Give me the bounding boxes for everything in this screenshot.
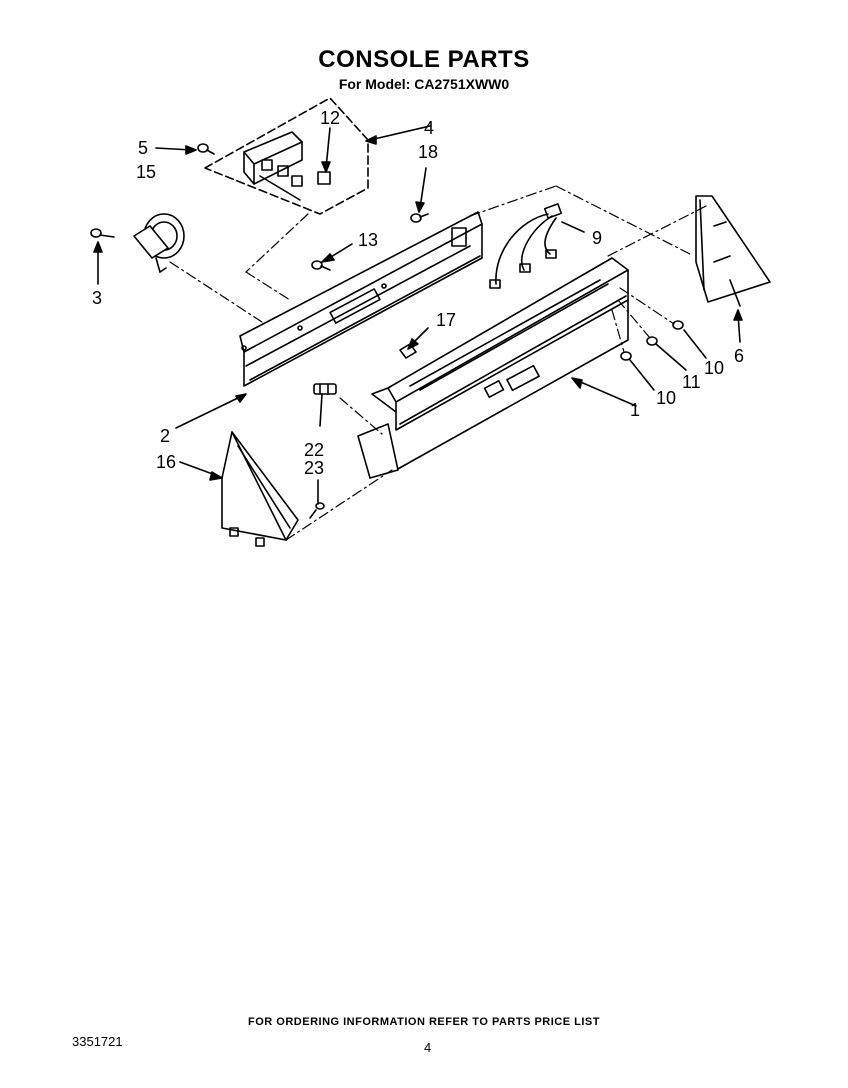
document-number: 3351721 — [72, 1034, 123, 1049]
screws-10-11 — [620, 320, 684, 361]
callout-17: 17 — [436, 310, 456, 330]
page-number: 4 — [424, 1040, 432, 1055]
callout-9: 9 — [592, 228, 602, 248]
screw-23 — [309, 502, 325, 519]
screw-3 — [90, 228, 115, 238]
callout-15: 15 — [136, 162, 156, 182]
console-bracket — [239, 211, 483, 387]
clip-22 — [313, 383, 337, 395]
alignment-lines — [169, 185, 707, 541]
ordering-info-footer: FOR ORDERING INFORMATION REFER TO PARTS … — [248, 1016, 600, 1028]
screw-5 — [197, 143, 215, 155]
model-subtitle: For Model: CA2751XWW0 — [338, 76, 510, 92]
callout-13: 13 — [358, 230, 378, 250]
clip-18 — [410, 213, 429, 223]
switch-assembly — [204, 97, 369, 215]
callout-1: 1 — [630, 400, 640, 420]
console-panel — [357, 257, 629, 479]
page-title: CONSOLE PARTS — [318, 46, 530, 73]
callout-6: 6 — [734, 346, 744, 366]
callout-22: 22 — [304, 440, 324, 460]
callout-5: 5 — [138, 138, 148, 158]
callout-labels: 5 12 4 18 15 13 9 3 17 6 10 11 10 1 2 22… — [92, 108, 744, 478]
right-end-cap — [695, 195, 771, 307]
callout-3: 3 — [92, 288, 102, 308]
wire-harness — [489, 203, 563, 289]
timer-component — [133, 213, 185, 273]
callout-23: 23 — [304, 458, 324, 478]
callout-2: 2 — [160, 426, 170, 446]
screw-13 — [311, 260, 331, 271]
callout-11: 11 — [682, 372, 701, 392]
callout-12: 12 — [320, 108, 340, 128]
callout-4: 4 — [424, 118, 434, 138]
callout-10-lower: 10 — [656, 388, 676, 408]
callout-16: 16 — [156, 452, 176, 472]
leader-lines — [93, 125, 743, 505]
callout-18: 18 — [418, 142, 438, 162]
callout-10-right: 10 — [704, 358, 724, 378]
left-end-cap — [221, 431, 299, 547]
